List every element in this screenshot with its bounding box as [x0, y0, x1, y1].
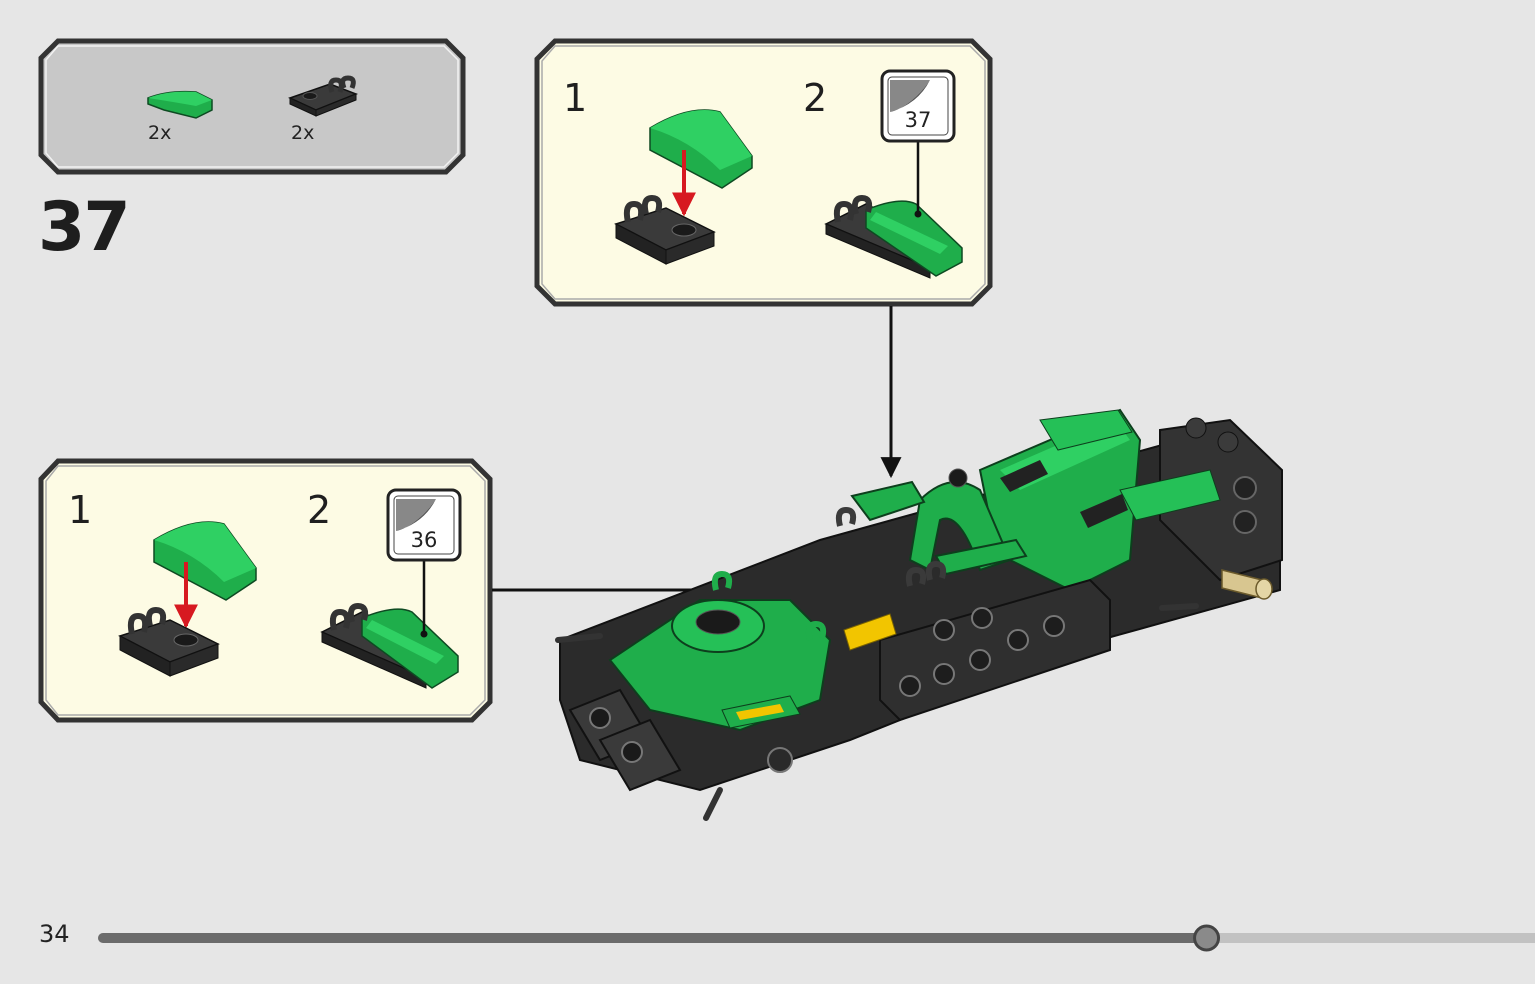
part-quantity-green-slope: 2x — [148, 122, 172, 144]
part-quantity-clip-plate: 2x — [291, 122, 315, 144]
sticker-number-37: 37 — [904, 108, 932, 132]
sticker-36-icon — [386, 488, 462, 562]
page-number: 34 — [39, 920, 70, 948]
progress-knob — [1193, 924, 1221, 952]
callout-top-substep-2: 2 — [803, 76, 828, 120]
callout-left-substep-1: 1 — [68, 488, 93, 532]
main-model-illustration — [555, 408, 1283, 821]
black-clip-plate-part — [288, 75, 359, 117]
substep1-top-illustration — [614, 109, 753, 265]
callout-left-substep-2: 2 — [307, 488, 332, 532]
substep2-left-illustration — [320, 560, 459, 689]
callout-top-substep-1: 1 — [563, 76, 588, 120]
green-curved-slope-part — [147, 90, 213, 119]
progress-bar — [98, 924, 1535, 952]
step-number: 37 — [38, 188, 131, 267]
substep2-top-illustration — [824, 140, 963, 279]
sticker-37-icon — [880, 69, 956, 143]
parts-list-box — [38, 38, 466, 175]
sticker-number-36: 36 — [410, 528, 438, 552]
substep1-left-illustration — [118, 521, 257, 677]
